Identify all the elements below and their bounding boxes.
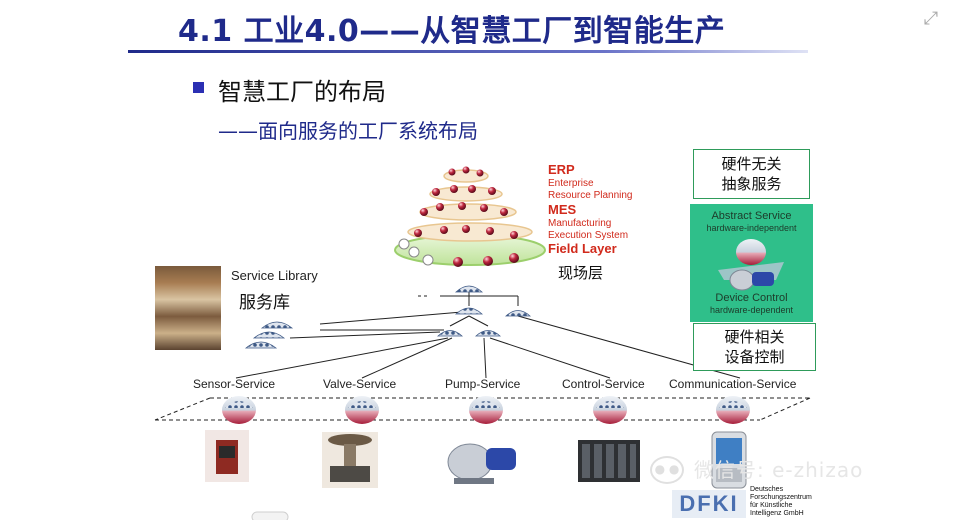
wechat-icon: ● ●: [650, 456, 684, 484]
valve-device-image: [322, 432, 378, 488]
scroll-handle: [251, 511, 289, 520]
slide-title: 4.1 工业4.0——从智慧工厂到智能生产: [178, 14, 726, 49]
books-image: [155, 266, 221, 350]
dfki-logo: DFKI: [672, 490, 746, 518]
pump-device-image: [447, 443, 516, 484]
device-images: [205, 430, 747, 489]
hardware-dependent-line-1: 硬件相关: [724, 328, 785, 346]
service-bus-plane: [154, 397, 811, 421]
service-label-pump: Pump-Service: [445, 377, 521, 391]
service-label-sensor: Sensor-Service: [193, 377, 276, 391]
connector-lines: [235, 292, 741, 379]
dfki-line-1: Deutsches: [750, 486, 784, 493]
service-label-control: Control-Service: [562, 377, 645, 391]
control-device-image: [578, 440, 640, 482]
hardware-dependent-line-2: 设备控制: [724, 348, 785, 366]
hardware-dependent-box: 硬件相关 设备控制: [693, 323, 816, 371]
erp-desc-1: Enterprise: [548, 178, 594, 189]
service-nodes: [222, 396, 750, 424]
erp-label: ERP: [548, 162, 575, 177]
pyramid: [394, 166, 546, 267]
subtitle-text: ——面向服务的工厂系统布局: [218, 119, 478, 143]
title-underline: [128, 50, 808, 53]
dfki-line-3: für Künstliche: [750, 502, 793, 509]
hardware-independent-box: 硬件无关 抽象服务: [693, 149, 810, 199]
abstract-service-sub: hardware-independent: [706, 223, 797, 233]
bullet-square-icon: [193, 82, 204, 93]
ring-1: [429, 186, 503, 202]
hardware-independent-line-1: 硬件无关: [721, 155, 782, 173]
library-node-stack: [244, 321, 294, 349]
device-control-sub: hardware-dependent: [709, 305, 794, 315]
field-layer-label: Field Layer: [548, 241, 617, 256]
ring-3: [407, 222, 533, 242]
service-library-cn-label: 服务库: [239, 293, 290, 313]
bullet-text: 智慧工厂的布局: [218, 78, 386, 106]
mes-label: MES: [548, 202, 577, 217]
dfki-caption: Deutsches Forschungszentrum für Künstlic…: [750, 486, 812, 518]
wechat-watermark: 微信号: e-zhizao: [694, 458, 864, 482]
service-label-valve: Valve-Service: [323, 377, 397, 391]
abstract-device-icon: [718, 239, 784, 291]
erp-desc-2: Resource Planning: [548, 190, 633, 201]
dfki-line-4: Intelligenz GmbH: [750, 510, 804, 517]
abstract-service-label: Abstract Service: [711, 210, 792, 222]
sensor-device-image: [205, 430, 249, 482]
mes-desc-2: Execution System: [548, 230, 629, 241]
hub-nodes: [436, 285, 532, 337]
field-layer-cn-label: 现场层: [558, 264, 604, 282]
service-library-label: Service Library: [231, 268, 318, 283]
mes-desc-1: Manufacturing: [548, 218, 612, 229]
fullscreen-icon[interactable]: ⤢: [923, 8, 939, 29]
hardware-independent-line-2: 抽象服务: [721, 175, 782, 193]
device-control-label: Device Control: [715, 292, 788, 304]
dfki-line-2: Forschungszentrum: [750, 494, 812, 501]
communication-device-image: [711, 431, 747, 489]
service-label-communication: Communication-Service: [669, 377, 797, 391]
